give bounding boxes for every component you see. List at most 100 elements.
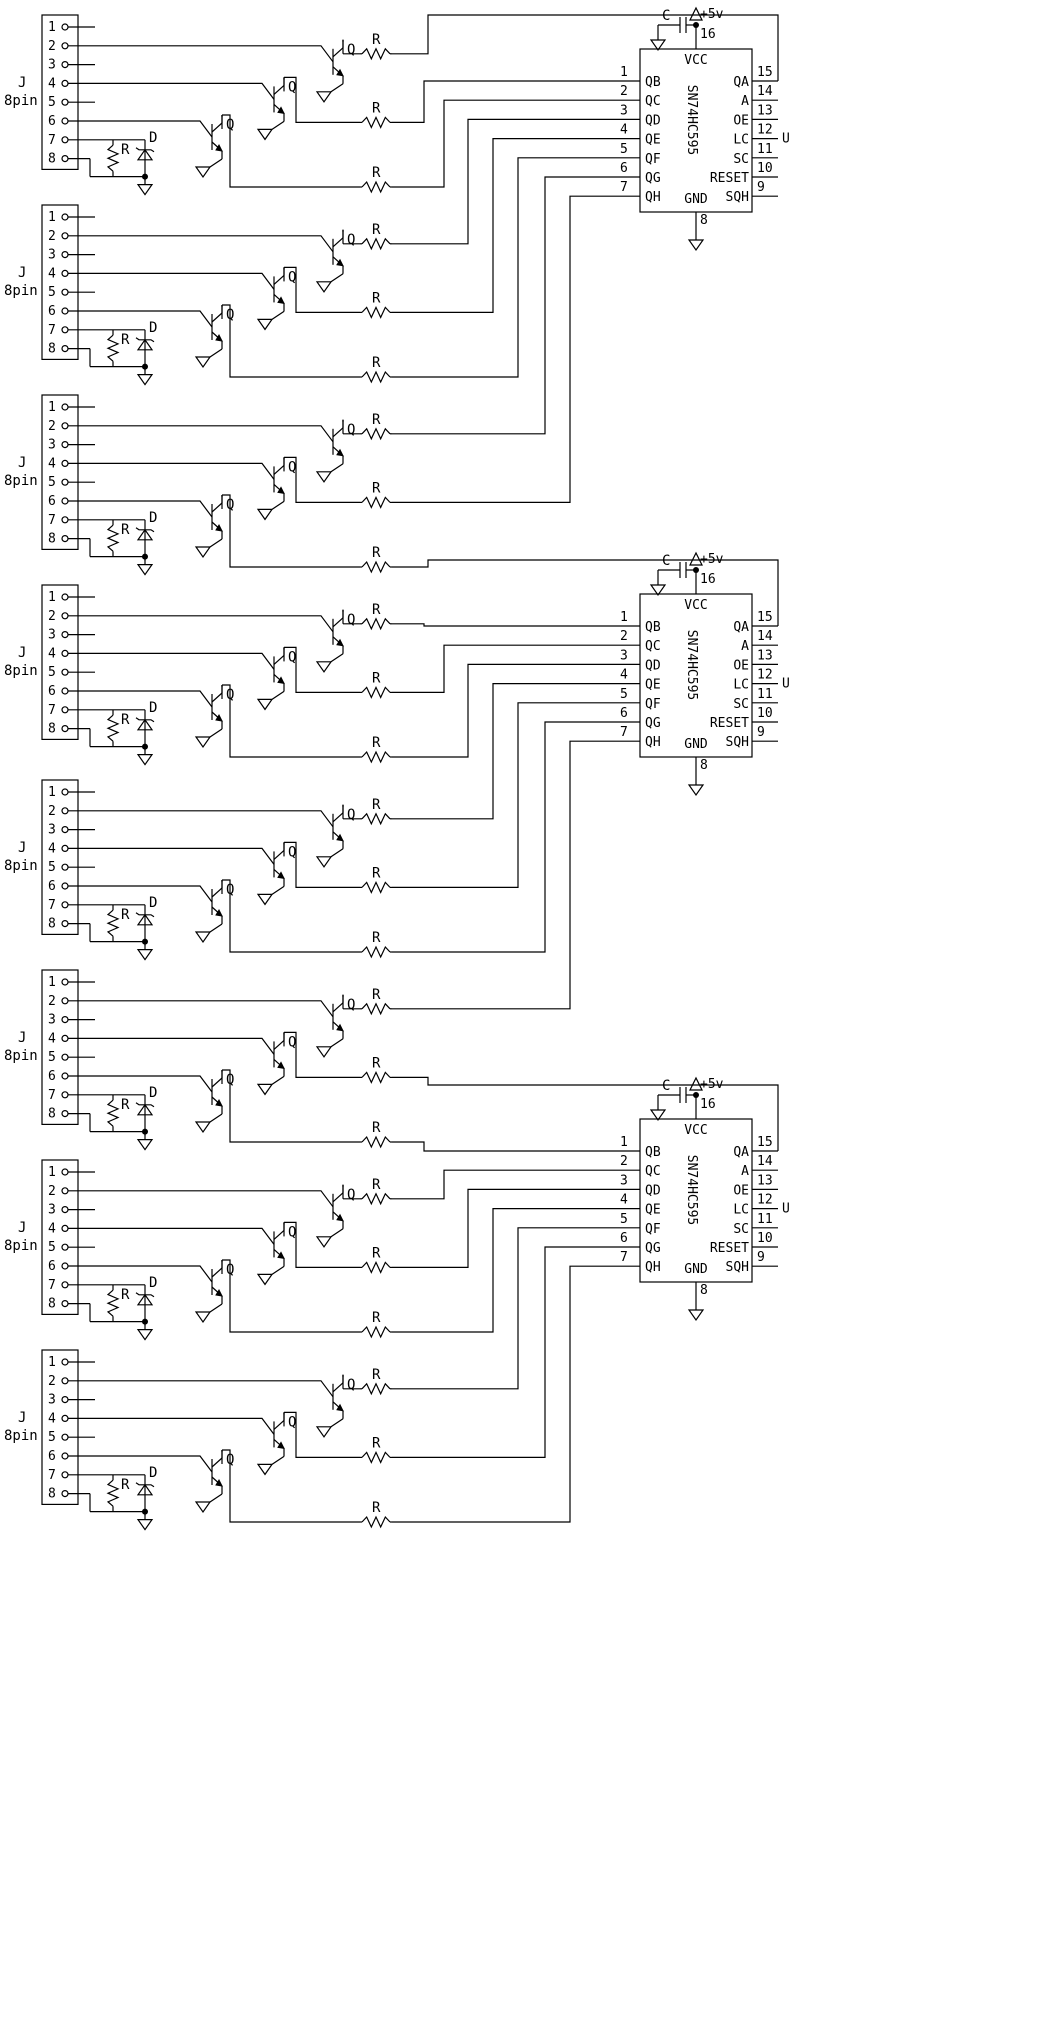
resistor-label: R xyxy=(372,32,381,48)
connector-pin-number: 3 xyxy=(48,823,56,838)
ground-symbol xyxy=(315,471,333,483)
transistor-collector xyxy=(211,312,223,323)
ground-symbol xyxy=(649,39,667,52)
ground-symbol xyxy=(315,1236,333,1248)
resistor-label: R xyxy=(372,865,381,881)
wire xyxy=(330,463,344,473)
ic-pin-name: LC xyxy=(733,1203,749,1218)
diode-label: D xyxy=(149,1465,157,1481)
ground-symbol xyxy=(136,754,154,766)
ground-symbol xyxy=(194,931,212,944)
ic-gnd-pin: 8 xyxy=(700,213,708,228)
connector-blocks: 12345678J8pinQQQRD12345678J8pinQQQRD1234… xyxy=(4,14,355,1531)
ic-pin-name: QA xyxy=(733,620,749,635)
connector-pin-number: 7 xyxy=(48,1088,56,1103)
ic-pin-name: QG xyxy=(645,716,661,731)
supply-arrow xyxy=(689,1076,703,1091)
pin-contact xyxy=(61,441,69,449)
connector-pin-number: 3 xyxy=(48,438,56,453)
output-bus xyxy=(392,721,615,953)
ground-symbol xyxy=(315,856,333,868)
ic-pin-name: QC xyxy=(645,639,661,654)
ground-symbol xyxy=(136,374,154,386)
ic-pin-number: 13 xyxy=(757,103,773,118)
base-wire xyxy=(68,45,334,63)
resistor-symbol xyxy=(361,880,391,894)
pin-contact xyxy=(61,288,69,296)
transistor-label: Q xyxy=(347,1377,355,1393)
ic-pin-number: 5 xyxy=(620,142,628,157)
ic-pin-ext: U xyxy=(782,677,790,692)
base-wire xyxy=(68,1000,334,1018)
resistor-label: R xyxy=(372,1177,381,1193)
transistor-collector xyxy=(273,849,285,860)
ic-pin-number: 6 xyxy=(620,161,628,176)
connector-pin-number: 5 xyxy=(48,860,56,875)
base-wire xyxy=(68,120,213,138)
pin-contact xyxy=(61,1471,69,1479)
connector-body xyxy=(41,1349,79,1505)
resistor-symbol xyxy=(361,1325,391,1339)
transistor-collector xyxy=(332,427,344,438)
ic-gnd-pin: 8 xyxy=(700,758,708,773)
transistor-collector xyxy=(332,1192,344,1203)
output-bus xyxy=(392,195,615,503)
resistor-symbol xyxy=(361,750,391,764)
pin-contact xyxy=(61,687,69,695)
connector-pin-number: 4 xyxy=(48,76,56,91)
resistor-symbol xyxy=(106,714,120,742)
ground-symbol xyxy=(687,784,705,797)
ground-symbol xyxy=(136,1519,154,1531)
resistor-label: R xyxy=(372,222,381,238)
transistor-collector xyxy=(273,1039,285,1050)
resistor-label: R xyxy=(121,142,130,158)
resistor-label: R xyxy=(372,1120,381,1136)
wire xyxy=(209,1303,223,1313)
connector-pin-number: 7 xyxy=(48,898,56,913)
ic-pin-number: 13 xyxy=(757,648,773,663)
ground-symbol xyxy=(315,1046,333,1058)
base-wire xyxy=(68,1455,213,1473)
output-bus xyxy=(392,1265,615,1523)
connector-pin-number: 1 xyxy=(48,590,56,605)
ic-pin-number: 5 xyxy=(620,1212,628,1227)
connector-pin-number: 2 xyxy=(48,609,56,624)
wire xyxy=(209,1113,223,1123)
zener-diode xyxy=(136,718,154,731)
output-bus xyxy=(392,682,615,820)
ic-pin-name: OE xyxy=(733,658,749,673)
zener-bar xyxy=(135,147,155,153)
capacitor-label: C xyxy=(662,8,670,24)
zener-bar xyxy=(135,1482,155,1488)
pin-contact xyxy=(61,497,69,505)
pin-contact xyxy=(61,251,69,259)
output-bus xyxy=(392,1188,615,1269)
connector-ref: J xyxy=(18,840,26,856)
pin-contact xyxy=(61,155,69,163)
ic-pin-number: 3 xyxy=(620,648,628,663)
ic-pin-name: QB xyxy=(645,75,661,90)
ic-pin-name: RESET xyxy=(710,1241,749,1256)
transistor-label: Q xyxy=(347,422,355,438)
connector-value: 8pin xyxy=(4,858,38,874)
transistor-collector xyxy=(332,1382,344,1393)
transistor-label: Q xyxy=(288,1034,296,1050)
connector-body xyxy=(41,969,79,1125)
resistor-label: R xyxy=(372,930,381,946)
output-bus xyxy=(392,1207,615,1333)
transistor-collector xyxy=(211,1457,223,1468)
diode-label: D xyxy=(149,320,157,336)
pin-contact xyxy=(61,630,69,639)
transistor-label: Q xyxy=(288,79,296,95)
pin-contact xyxy=(61,459,69,467)
base-wire xyxy=(68,885,213,903)
pin-contact xyxy=(61,42,69,50)
wire xyxy=(271,120,285,130)
output-bus xyxy=(392,99,615,188)
connector-ref: J xyxy=(18,1410,26,1426)
ground-symbol xyxy=(687,1309,705,1322)
resistor-symbol xyxy=(361,495,391,509)
qa-bus xyxy=(392,14,779,81)
transistor-arrow xyxy=(215,713,223,722)
wire xyxy=(271,1455,285,1465)
